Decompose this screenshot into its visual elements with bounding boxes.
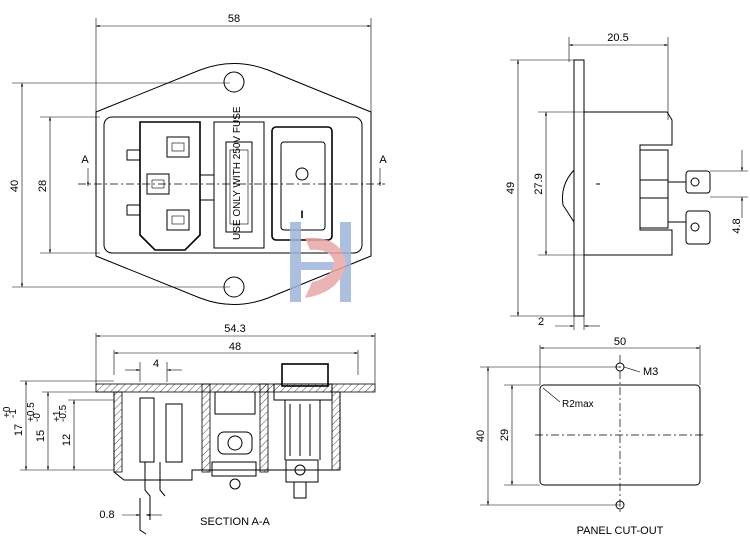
dim-58: 58 <box>228 13 240 25</box>
dim-12: 12 <box>61 434 73 446</box>
side-view: 20.5 49 27.9 4.8 <box>505 32 748 330</box>
section-mark-left: A <box>81 154 89 166</box>
label-m3: M3 <box>643 366 658 378</box>
side-flange <box>573 59 585 317</box>
dim-12-tol-top: +1 <box>52 410 63 422</box>
dim-29: 29 <box>499 429 511 441</box>
dim-20-5: 20.5 <box>607 32 628 44</box>
rocker-switch[interactable] <box>271 126 333 241</box>
switch-on-symbol: I <box>300 209 303 221</box>
dim-12-tol-bottom: -0.5 <box>58 404 69 422</box>
dim-54-3: 54.3 <box>224 323 245 335</box>
iec-inlet <box>139 121 201 251</box>
watermark-logo <box>290 222 351 302</box>
label-r2max: R2max <box>562 399 594 410</box>
dim-2: 2 <box>538 316 544 328</box>
dim-15: 15 <box>35 430 47 442</box>
caption-panel-cut-out: PANEL CUT-OUT <box>577 525 664 537</box>
dim-48: 48 <box>229 341 241 353</box>
dim-49: 49 <box>505 182 517 194</box>
dim-40-cutout: 40 <box>475 430 487 442</box>
fuse-warning-text: USE ONLY WITH 250V FUSE <box>232 106 243 240</box>
mounting-hole-bottom <box>223 276 245 298</box>
dim-4: 4 <box>153 358 159 370</box>
module-body <box>103 116 363 254</box>
dim-4-8: 4.8 <box>731 218 743 233</box>
mounting-hole-top <box>223 71 245 93</box>
switch-off-symbol <box>295 167 309 181</box>
dim-15-tol-top: +0.5 <box>26 402 37 422</box>
dim-50: 50 <box>614 336 626 348</box>
fuse-drawer <box>225 141 253 233</box>
front-view: 58 40 28 USE ONLY WITH 250V FUSE <box>9 13 387 305</box>
section-a-a: 54.3 48 4 0.8 <box>2 323 376 535</box>
dim-17-tol-top: +0 <box>2 406 13 418</box>
dim-0-8: 0.8 <box>99 509 114 521</box>
inlet-pin-top <box>166 136 190 158</box>
flange-outline <box>95 63 372 305</box>
caption-section-a-a: SECTION A-A <box>200 516 270 528</box>
dim-17-tol-bottom: -1 <box>8 409 19 418</box>
dim-17: 17 <box>13 424 25 436</box>
section-flange <box>95 383 376 393</box>
dim-40: 40 <box>9 180 21 192</box>
dim-27-9: 27.9 <box>533 173 545 194</box>
panel-cut-out: 50 M3 R2max 40 29 PANEL CUT-OUT <box>475 336 705 537</box>
section-switch <box>281 363 329 387</box>
section-mark-right: A <box>379 154 387 166</box>
inlet-pin-bottom <box>166 209 190 231</box>
dim-28: 28 <box>37 180 49 192</box>
dim-15-tol-bottom: -0 <box>32 413 43 422</box>
section-body <box>113 392 341 481</box>
